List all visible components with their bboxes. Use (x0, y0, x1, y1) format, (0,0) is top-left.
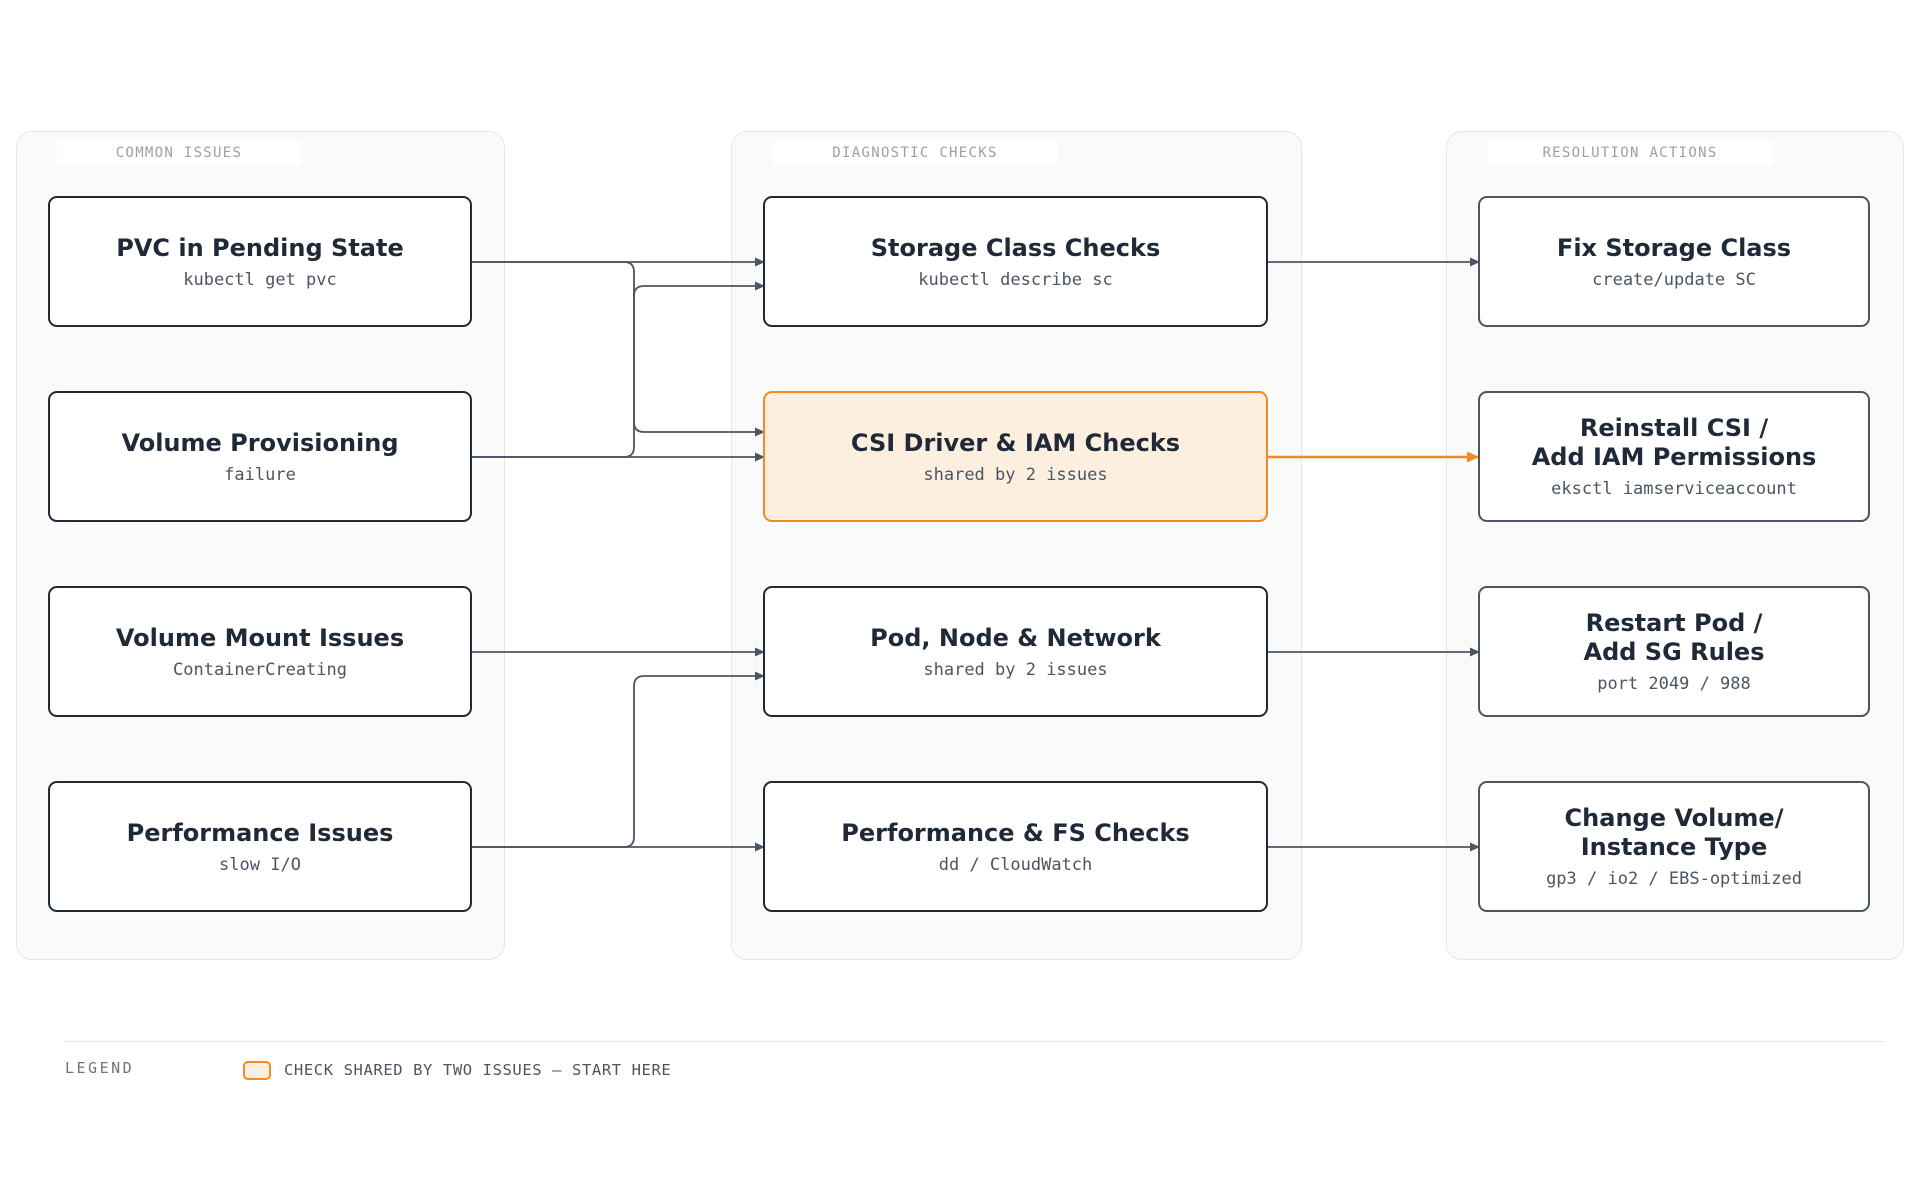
check-pod-node-network: Pod, Node & Network shared by 2 issues (763, 586, 1268, 717)
node-subtitle: shared by 2 issues (923, 464, 1108, 485)
action-fix-storage-class: Fix Storage Class create/update SC (1478, 196, 1870, 327)
node-subtitle: dd / CloudWatch (938, 854, 1093, 875)
arrow-pvc-to-csi (472, 261, 765, 437)
issue-volume-provisioning: Volume Provisioning failure (48, 391, 472, 522)
node-title: Performance & FS Checks (841, 818, 1190, 847)
issue-performance: Performance Issues slow I/O (48, 781, 472, 912)
node-subtitle: failure (224, 464, 296, 485)
check-performance-fs: Performance & FS Checks dd / CloudWatch (763, 781, 1268, 912)
node-subtitle: shared by 2 issues (923, 659, 1108, 680)
node-subtitle: kubectl get pvc (183, 269, 337, 290)
node-subtitle: eksctl iamserviceaccount (1551, 479, 1797, 499)
check-storage-class: Storage Class Checks kubectl describe sc (763, 196, 1268, 327)
arrow-performance-to-pod-node (472, 671, 765, 848)
legend-divider (65, 1041, 1885, 1042)
column-title-resolution-actions: RESOLUTION ACTIONS (1487, 141, 1773, 165)
action-reinstall-csi: Reinstall CSI / Add IAM Permissions eksc… (1478, 391, 1870, 522)
node-subtitle: gp3 / io2 / EBS-optimized (1546, 869, 1802, 889)
issue-volume-mount: Volume Mount Issues ContainerCreating (48, 586, 472, 717)
column-title-common-issues: COMMON ISSUES (57, 141, 301, 165)
action-change-volume: Change Volume/ Instance Type gp3 / io2 /… (1478, 781, 1870, 912)
issue-pvc-pending: PVC in Pending State kubectl get pvc (48, 196, 472, 327)
node-title: Reinstall CSI / Add IAM Permissions (1531, 414, 1817, 471)
check-csi-driver-iam: CSI Driver & IAM Checks shared by 2 issu… (763, 391, 1268, 522)
node-title: Volume Mount Issues (115, 623, 405, 652)
node-subtitle: create/update SC (1592, 269, 1756, 290)
legend-label: LEGEND (65, 1059, 135, 1077)
node-title: Storage Class Checks (870, 233, 1161, 262)
node-title: Restart Pod / Add SG Rules (1583, 609, 1765, 666)
node-title: Change Volume/ Instance Type (1564, 804, 1784, 861)
node-title: Pod, Node & Network (870, 623, 1161, 652)
node-title: CSI Driver & IAM Checks (850, 428, 1181, 457)
node-title: Performance Issues (126, 818, 394, 847)
node-title: Volume Provisioning (121, 428, 399, 457)
node-title: Fix Storage Class (1556, 233, 1792, 262)
node-subtitle: ContainerCreating (173, 659, 347, 680)
legend-text: CHECK SHARED BY TWO ISSUES — START HERE (284, 1061, 672, 1079)
node-subtitle: port 2049 / 988 (1597, 674, 1751, 694)
legend-shared-swatch (243, 1061, 271, 1080)
node-title: PVC in Pending State (116, 233, 404, 262)
action-restart-pod: Restart Pod / Add SG Rules port 2049 / 9… (1478, 586, 1870, 717)
node-subtitle: slow I/O (219, 854, 301, 875)
node-subtitle: kubectl describe sc (918, 269, 1113, 290)
column-title-diagnostic-checks: DIAGNOSTIC CHECKS (772, 141, 1058, 165)
